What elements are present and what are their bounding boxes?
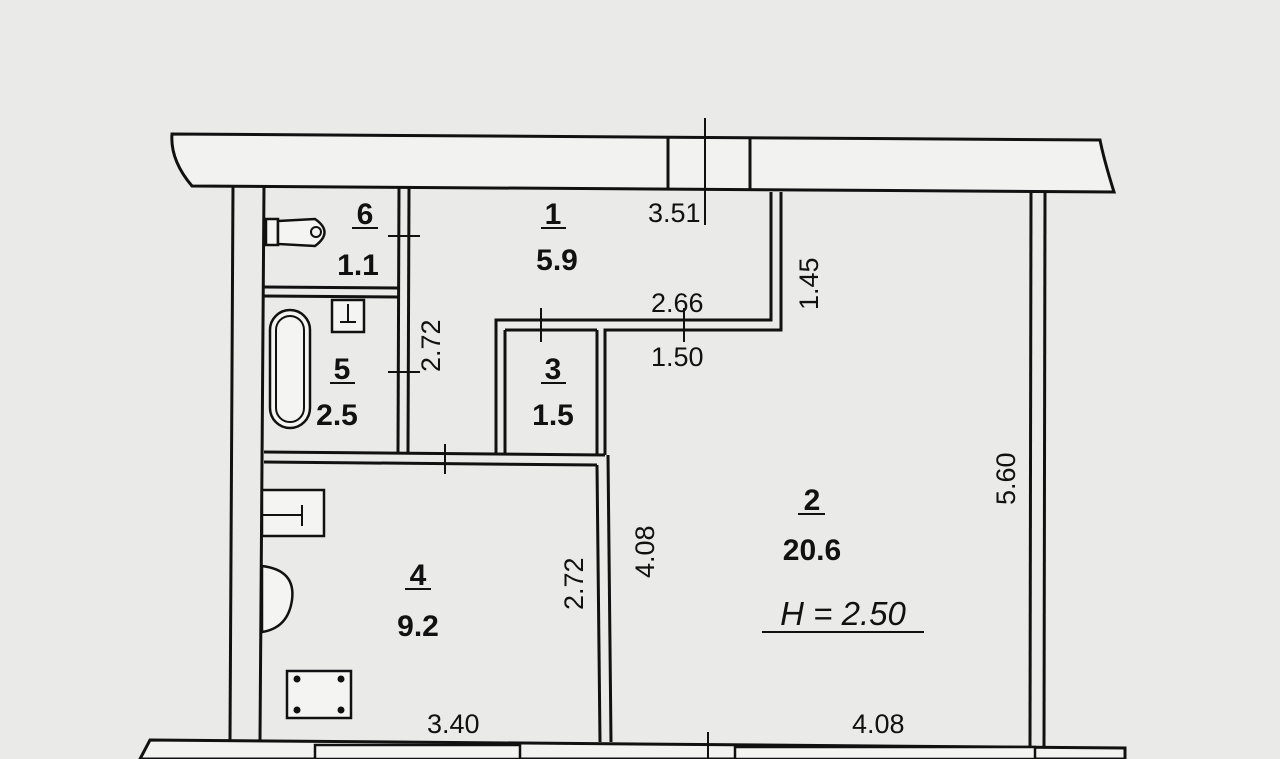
dim-living-length: 5.60 <box>991 452 1021 505</box>
partition-kitchen-living-a <box>595 464 602 743</box>
room-2-area: 20.6 <box>783 534 841 567</box>
right-wall-outer <box>1042 191 1047 747</box>
partition-kitchen-living-b <box>606 454 613 743</box>
room-1-number: 1 <box>545 198 562 231</box>
toilet-icon <box>264 217 326 248</box>
dim-hall-depth: 1.45 <box>794 257 824 310</box>
room-6-area: 1.1 <box>337 249 379 282</box>
window-living <box>733 745 1037 759</box>
room-6-number: 6 <box>357 198 374 231</box>
room-5-area: 2.5 <box>316 399 358 432</box>
dim-kitchen-depth: 2.72 <box>559 557 589 610</box>
room-2-number: 2 <box>804 484 821 517</box>
room-3-area: 1.5 <box>532 399 574 432</box>
dim-living-width: 4.08 <box>852 709 905 739</box>
room-3-number: 3 <box>545 353 562 386</box>
partition-wc-hall-b <box>406 187 411 453</box>
room-4-number: 4 <box>410 559 427 592</box>
top-exterior-wall <box>170 132 1117 194</box>
left-wall-inner <box>258 185 266 741</box>
dim-bath-wc-height: 2.72 <box>416 319 446 372</box>
window-kitchen <box>313 743 522 759</box>
kitchen-sink-icon <box>260 488 326 538</box>
dim-hall-width: 3.51 <box>648 198 701 228</box>
partition-wc-bath-b <box>263 294 399 299</box>
partition-wc-bath-a <box>263 285 399 290</box>
left-wall-outer <box>228 185 235 741</box>
right-wall-inner <box>1028 191 1033 747</box>
partition-wc-hall-a <box>396 187 401 453</box>
partition-hall-a <box>494 192 773 455</box>
sink-icon <box>330 298 366 334</box>
gas-heater-icon <box>260 564 294 634</box>
room-5-number: 5 <box>334 353 351 386</box>
dim-hall-inner: 2.66 <box>651 288 704 318</box>
dim-living-left: 4.08 <box>630 525 660 578</box>
partition-kitchen-top-b <box>263 460 598 467</box>
dim-kitchen-width: 3.40 <box>427 709 480 739</box>
partition-hall-b <box>603 192 783 455</box>
bathtub-icon <box>268 308 312 430</box>
room-1-area: 5.9 <box>536 244 578 277</box>
room-4-area: 9.2 <box>397 610 439 643</box>
dim-closet-width: 1.50 <box>651 342 704 372</box>
ceiling-height: H = 2.50 <box>780 595 906 632</box>
stove-icon <box>285 669 353 720</box>
partition-kitchen-top-a <box>263 450 606 457</box>
